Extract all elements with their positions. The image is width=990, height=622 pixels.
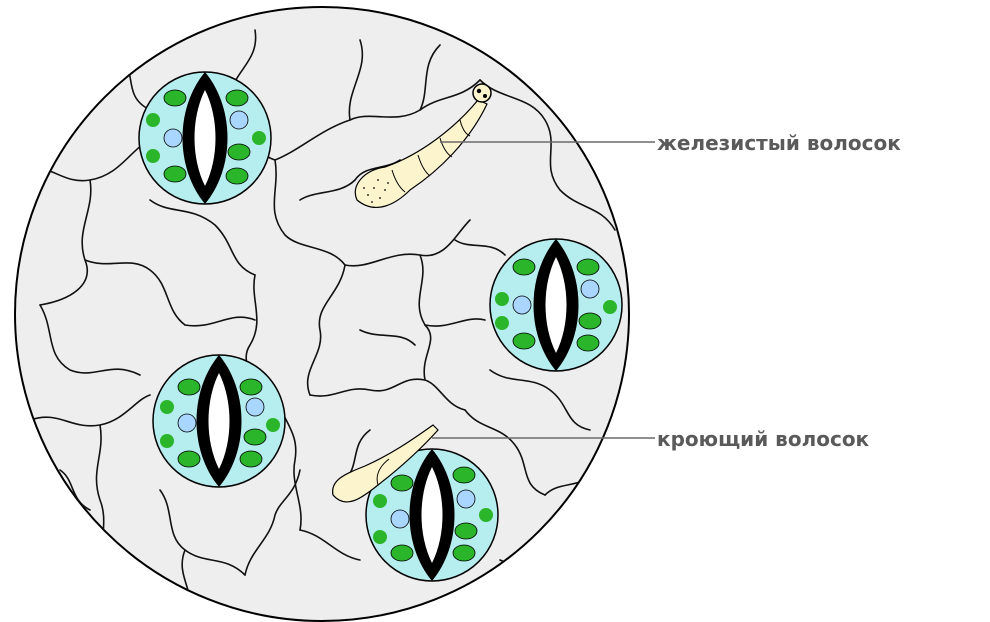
stoma: [490, 239, 622, 371]
gland-head: [473, 84, 491, 102]
glandular-hair-label: железистый волосок: [657, 131, 901, 155]
covering-hair-label: кроющий волосок: [657, 427, 870, 451]
stoma: [139, 72, 271, 204]
stoma: [153, 355, 285, 487]
